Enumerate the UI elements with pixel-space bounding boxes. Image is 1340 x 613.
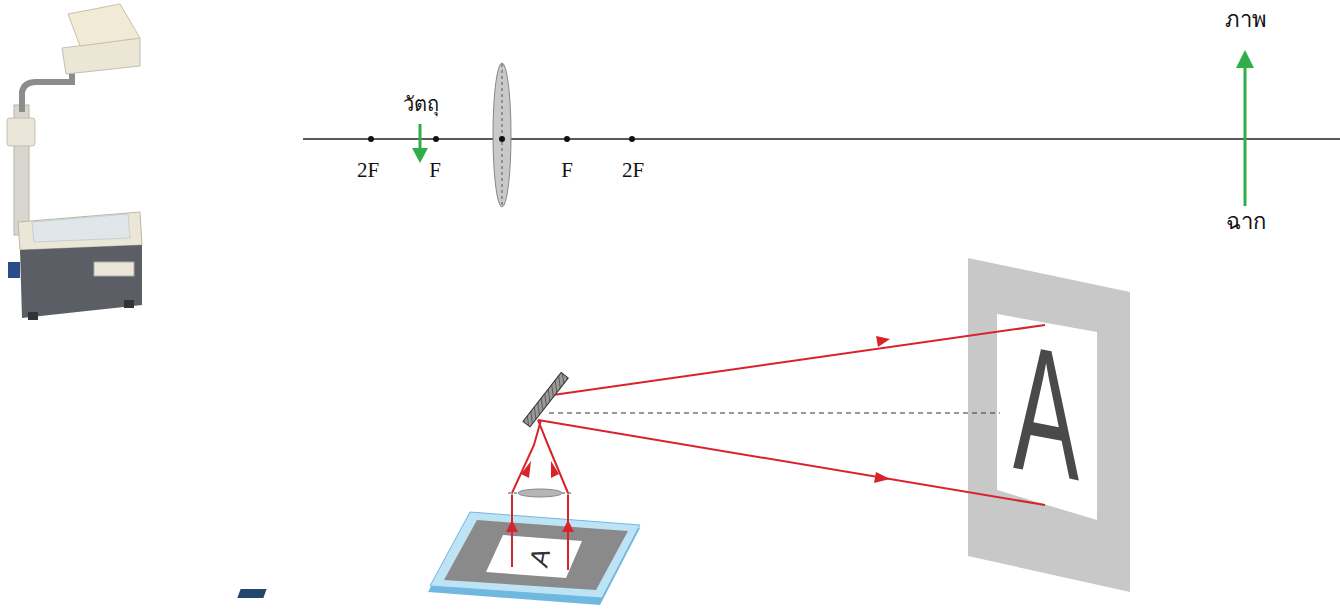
- focal-label: 2F: [357, 160, 379, 181]
- light-ray: [546, 325, 1045, 396]
- ray-arrowhead: [876, 336, 890, 347]
- control-panel: [237, 589, 266, 598]
- projector-arm: [22, 62, 72, 112]
- projector-photo: [7, 4, 142, 320]
- object-arrowhead: [412, 148, 428, 163]
- projector-handle: [94, 262, 134, 276]
- light-ray: [538, 420, 1045, 505]
- light-ray: [567, 495, 569, 570]
- image-arrow: [1244, 64, 1247, 206]
- lens-axis: [502, 64, 503, 206]
- focal-point: [368, 136, 374, 142]
- projection-illustration: [237, 258, 1130, 605]
- projector-foot: [124, 300, 134, 308]
- ray-arrowhead: [506, 520, 518, 532]
- object-arrow: [419, 124, 422, 152]
- focal-point: [629, 136, 635, 142]
- ray-arrowhead: [551, 461, 559, 478]
- image-label: ภาพ: [1225, 9, 1267, 31]
- ray-arrowhead: [521, 461, 531, 478]
- projector-bracket: [7, 118, 35, 146]
- stage-glass: [444, 520, 628, 590]
- focal-label: 2F: [622, 160, 644, 181]
- light-ray: [538, 420, 568, 493]
- projector-switch: [8, 262, 20, 278]
- ray-diagram: [303, 50, 1340, 207]
- projector-lens: [518, 489, 562, 497]
- principal-axis: [303, 138, 1340, 139]
- slide-letter: A: [526, 544, 554, 570]
- lens-center: [499, 136, 505, 142]
- projector-lid: [18, 212, 142, 250]
- ray-arrowhead: [874, 472, 890, 483]
- projector-glass: [32, 214, 130, 242]
- mirror: [523, 372, 568, 426]
- projected-letter: A: [1013, 316, 1079, 509]
- projector-stage-top: [430, 512, 640, 598]
- projector-foot: [28, 312, 38, 320]
- optical-axis: [549, 413, 1000, 414]
- projector-body: [20, 245, 142, 318]
- image-arrowhead: [1236, 50, 1254, 68]
- focal-point: [433, 136, 439, 142]
- focal-label: F: [561, 160, 573, 181]
- focal-point: [564, 136, 570, 142]
- screen-area: [997, 314, 1097, 520]
- focal-label: F: [429, 160, 441, 181]
- convex-lens: [493, 63, 511, 207]
- projector-mirror: [68, 4, 140, 46]
- screen-label: ฉาก: [1226, 211, 1266, 233]
- object-label: วัตถุ: [403, 94, 439, 114]
- screen: [968, 258, 1130, 592]
- ray-arrowhead: [562, 520, 574, 532]
- light-ray: [512, 420, 541, 493]
